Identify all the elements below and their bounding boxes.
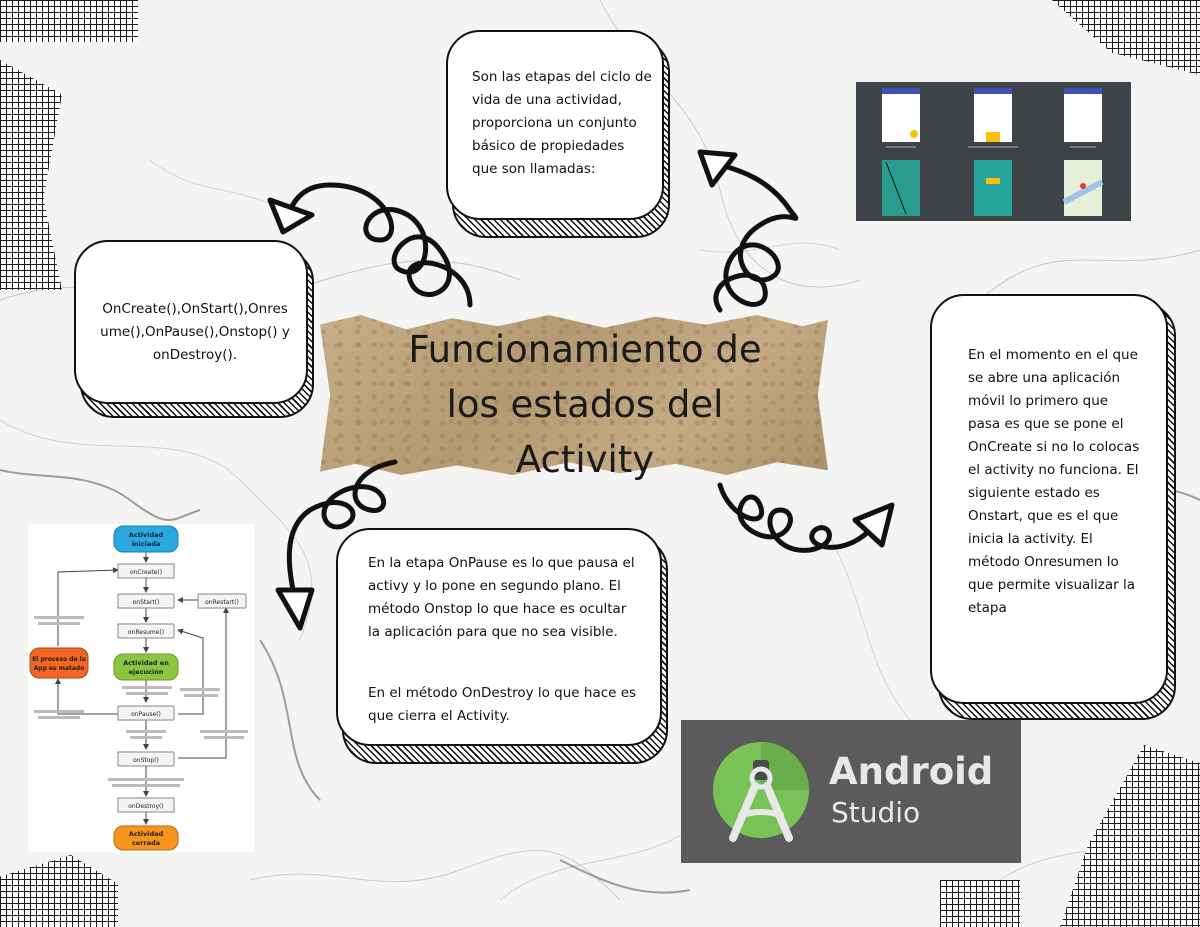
top-card: Son las etapas del ciclo de vida de una … — [446, 30, 664, 220]
android-word: Android — [829, 750, 994, 793]
curly-arrow-bottom-left — [286, 459, 398, 603]
flow-end-line-2: cerrada — [132, 839, 160, 847]
right-card: En el momento en el que se abre una apli… — [930, 294, 1168, 704]
top-card-text: Son las etapas del ciclo de vida de una … — [472, 69, 652, 177]
grid-decoration-bottom-right-small — [940, 880, 1020, 927]
grid-decoration-top-left — [0, 0, 138, 42]
title-line-3: Activity — [515, 438, 655, 481]
grid-decoration-left — [0, 60, 62, 290]
flow-start-node: Actividad iniciada — [113, 525, 179, 553]
flow-onstop-label: onStop() — [133, 757, 159, 764]
flow-running-line-2: ejecución — [129, 668, 164, 676]
flow-onstop-box — [117, 751, 175, 767]
flow-running-line-1: Actividad en — [123, 659, 169, 667]
left-card: OnCreate(),OnStart(),Onresume(),OnPause(… — [74, 240, 308, 404]
flow-start-line-2: iniciada — [132, 540, 161, 548]
flow-onresume-box — [117, 623, 175, 639]
template-map — [1062, 160, 1104, 216]
flow-killed-line-2: App es matado — [34, 665, 85, 672]
template-fullscreen — [974, 160, 1012, 216]
flow-onrestart-label: onRestart() — [205, 599, 239, 606]
activity-lifecycle-flowchart: Actividad iniciada onCreate() onStart() … — [28, 524, 254, 852]
flow-small-notes — [34, 616, 248, 787]
flow-ondestroy-box — [117, 797, 175, 813]
template-bottom-nav — [968, 88, 1018, 148]
bottom-card-text-1: En la etapa OnPause es lo que pausa el a… — [368, 555, 635, 640]
flow-onpause-box — [117, 705, 175, 721]
flow-oncreate-box — [117, 563, 175, 579]
arrowhead-top-right — [697, 149, 738, 188]
arrowhead-bottom-right — [852, 502, 895, 548]
curly-arrow-top-right — [713, 162, 799, 313]
template-drawer — [882, 160, 920, 216]
arrowhead-left — [267, 197, 315, 235]
arrowhead-bottom-left — [275, 587, 315, 631]
flow-killed-node: El proceso de la App es matado — [29, 647, 89, 679]
template-basic — [882, 88, 920, 148]
activity-templates-screenshot — [856, 82, 1131, 221]
bottom-card: En la etapa OnPause es lo que pausa el a… — [336, 528, 662, 746]
flow-onrestart-box — [197, 593, 247, 609]
flow-killed-line-1: El proceso de la — [32, 656, 86, 663]
android-studio-icon — [713, 742, 809, 842]
flow-onresume-label: onResume() — [128, 629, 164, 636]
title-line-2: los estados del — [446, 383, 724, 426]
right-card-text: En el momento en el que se abre una apli… — [968, 347, 1140, 616]
flow-end-node: Actividad cerrada — [113, 825, 179, 851]
flow-running-node: Actividad en ejecución — [113, 653, 179, 681]
page-title: Funcionamiento de los estados del Activi… — [345, 322, 825, 487]
left-card-text: OnCreate(),OnStart(),Onresume(),OnPause(… — [100, 301, 290, 363]
torn-paper-background — [320, 315, 828, 475]
studio-word: Studio — [831, 796, 921, 829]
curly-arrow-left — [282, 182, 473, 308]
flow-onstart-label: onStart() — [133, 599, 160, 606]
flow-onstart-box — [117, 593, 175, 609]
title-line-1: Funcionamiento de — [408, 328, 762, 371]
flow-end-line-1: Actividad — [129, 830, 164, 838]
flow-ondestroy-label: onDestroy() — [128, 803, 164, 810]
curly-arrow-bottom-right — [717, 482, 873, 553]
template-empty — [1064, 88, 1102, 148]
flow-onpause-label: onPause() — [131, 711, 161, 718]
bottom-card-text-2: En el método OnDestroy lo que hace es qu… — [368, 685, 637, 724]
flow-start-line-1: Actividad — [129, 531, 164, 539]
android-studio-logo: Android Studio — [681, 720, 1021, 863]
flow-oncreate-label: onCreate() — [130, 569, 162, 576]
